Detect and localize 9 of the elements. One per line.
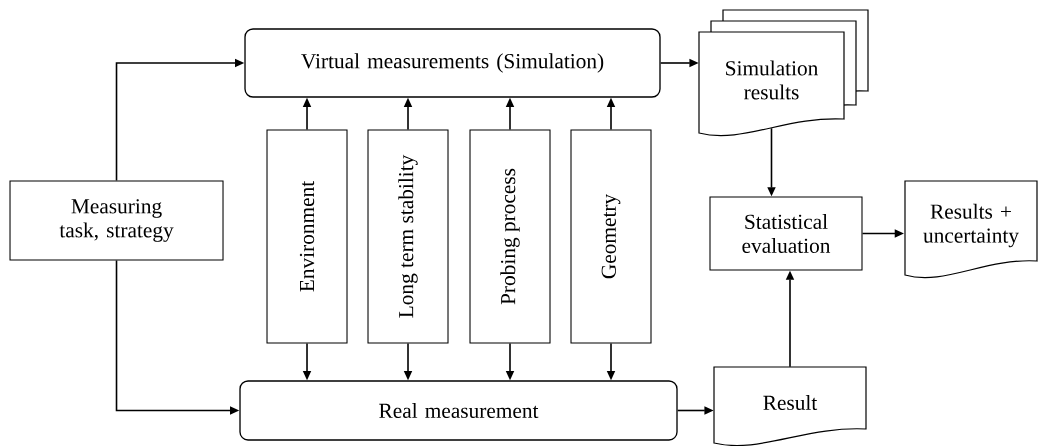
factor-box: Probing process [469,129,551,344]
document-stack: Simulation results [698,9,869,137]
process-box: Statistical evaluation [709,196,863,271]
rounded-box: Real measurement [239,380,678,441]
factor-box: Geometry [570,129,652,344]
rounded-box: Virtual measurements (Simulation) [244,28,661,98]
factor-box: Environment [266,129,348,344]
process-box: Measuring task, strategy [9,180,224,261]
factor-box: Long term stability [367,129,449,344]
